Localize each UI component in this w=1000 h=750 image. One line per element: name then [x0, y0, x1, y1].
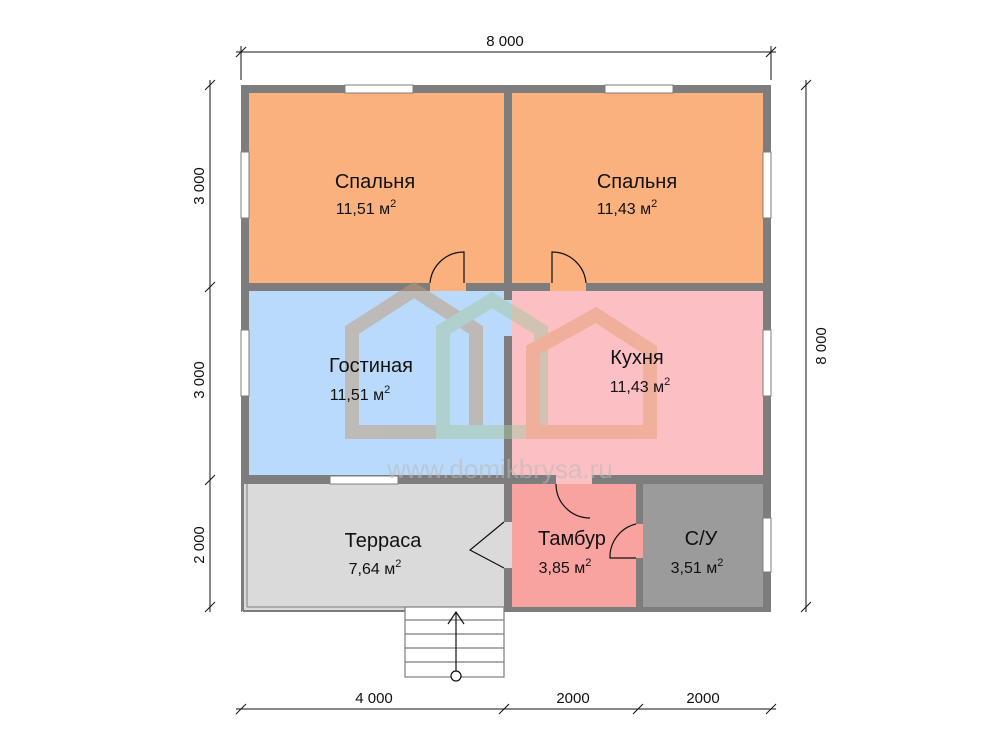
dim-tick: [204, 601, 216, 613]
room-area-vestibule: 3,85 м2: [539, 557, 592, 577]
watermark-logo: [345, 281, 657, 439]
dim-left-label-2: 3 000: [191, 361, 208, 399]
terrace-stairs: [404, 606, 505, 682]
window: [762, 329, 772, 397]
door-swing: [555, 483, 591, 519]
door-swing: [609, 523, 637, 559]
dim-left-label-3: 2 000: [191, 526, 208, 564]
dim-tick: [632, 703, 644, 715]
door-opening: [636, 524, 643, 558]
dim-tick: [235, 703, 247, 715]
room-terrace: [249, 484, 504, 607]
dim-left-label-1: 3 000: [191, 167, 208, 205]
stair-arrow-head: [447, 610, 465, 625]
room-bathroom: [643, 484, 763, 607]
door-swing: [468, 521, 505, 569]
watermark-url: www.domikbrysa.ru: [386, 454, 612, 484]
room-area-bedroom-1: 11,51 м2: [336, 198, 396, 218]
dim-tick: [800, 79, 812, 91]
door-swing: [429, 251, 465, 284]
dimension-lines: [204, 46, 812, 715]
room-bedroom-1: [249, 93, 504, 283]
door-opening: [504, 522, 512, 568]
watermark-house-shape: [526, 306, 657, 439]
room-area-living: 11,51 м2: [330, 384, 390, 404]
window: [240, 151, 250, 219]
stair-start-marker: [450, 670, 462, 682]
room-name-living: Гостиная: [329, 355, 413, 377]
window: [240, 329, 250, 397]
room-area-bathroom: 3,51 м2: [671, 557, 724, 577]
window: [344, 84, 414, 94]
room-labels: Спальня 11,51 м2 Спальня 11,43 м2 Гостин…: [329, 171, 723, 578]
door-opening: [430, 283, 466, 291]
terrace-open-edge: [242, 484, 249, 612]
room-name-kitchen: Кухня: [610, 347, 664, 369]
watermark-house-shape: [436, 291, 548, 439]
door-opening: [550, 283, 586, 291]
door-opening: [556, 475, 592, 484]
room-vestibule: [512, 484, 636, 607]
room-area-kitchen: 11,43 м2: [610, 376, 670, 396]
room-name-vestibule: Тамбур: [538, 528, 606, 550]
room-area-bedroom-2: 11,43 м2: [597, 198, 657, 218]
terrace-open-bottom: [242, 607, 504, 612]
window: [329, 475, 399, 485]
stairs-frame: [404, 606, 505, 678]
dim-bottom-label-2: 2000: [556, 690, 589, 707]
dim-bottom-label-1: 4 000: [355, 690, 393, 707]
window: [762, 517, 772, 573]
room-name-bathroom: С/У: [685, 528, 718, 550]
dim-tick: [765, 703, 777, 715]
dim-tick: [204, 281, 216, 293]
dim-right-label: 8 000: [813, 327, 830, 365]
window: [762, 151, 772, 219]
dim-top-label: 8 000: [486, 33, 524, 50]
room-kitchen: [512, 291, 763, 475]
room-area-terrace: 7,64 м2: [349, 558, 402, 578]
windows: [240, 84, 772, 573]
door-swing: [551, 251, 587, 284]
dim-tick: [204, 474, 216, 486]
dim-tick: [498, 703, 510, 715]
room-bedroom-2: [512, 93, 763, 283]
room-name-bedroom-2: Спальня: [597, 171, 677, 193]
dim-bottom-label-3: 2000: [686, 690, 719, 707]
dim-tick: [800, 601, 812, 613]
window: [604, 84, 674, 94]
room-name-terrace: Терраса: [345, 530, 423, 552]
dim-tick: [204, 79, 216, 91]
room-name-bedroom-1: Спальня: [335, 171, 415, 193]
